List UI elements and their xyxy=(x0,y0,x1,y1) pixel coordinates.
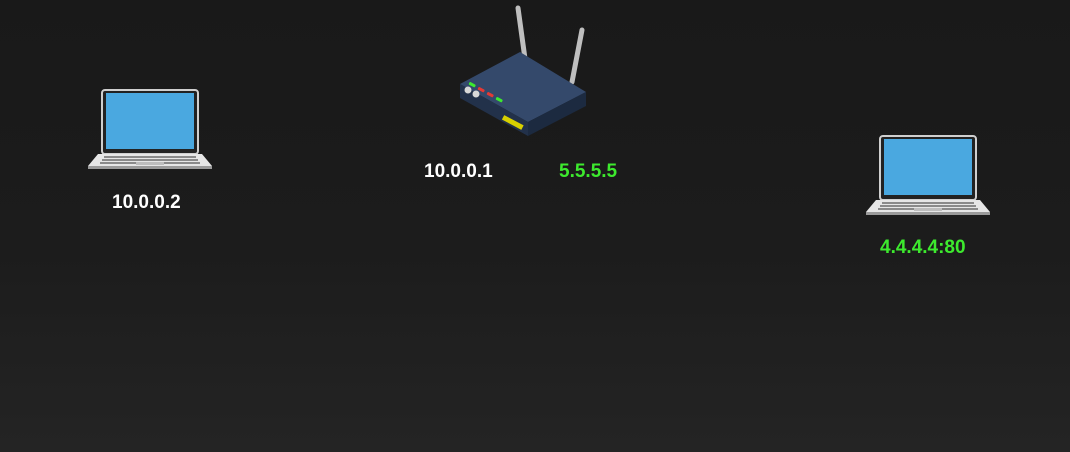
router xyxy=(448,4,594,144)
laptop-icon xyxy=(866,135,990,215)
local-laptop xyxy=(86,88,214,172)
local-laptop-ip: 10.0.0.2 xyxy=(112,192,181,213)
router-icon xyxy=(460,5,586,136)
router-public-ip: 5.5.5.5 xyxy=(559,161,618,182)
remote-laptop-ip-port: 4.4.4.4:80 xyxy=(880,237,966,258)
remote-laptop xyxy=(864,134,992,218)
laptop-icon xyxy=(88,89,212,169)
router-private-ip: 10.0.0.1 xyxy=(424,161,493,182)
